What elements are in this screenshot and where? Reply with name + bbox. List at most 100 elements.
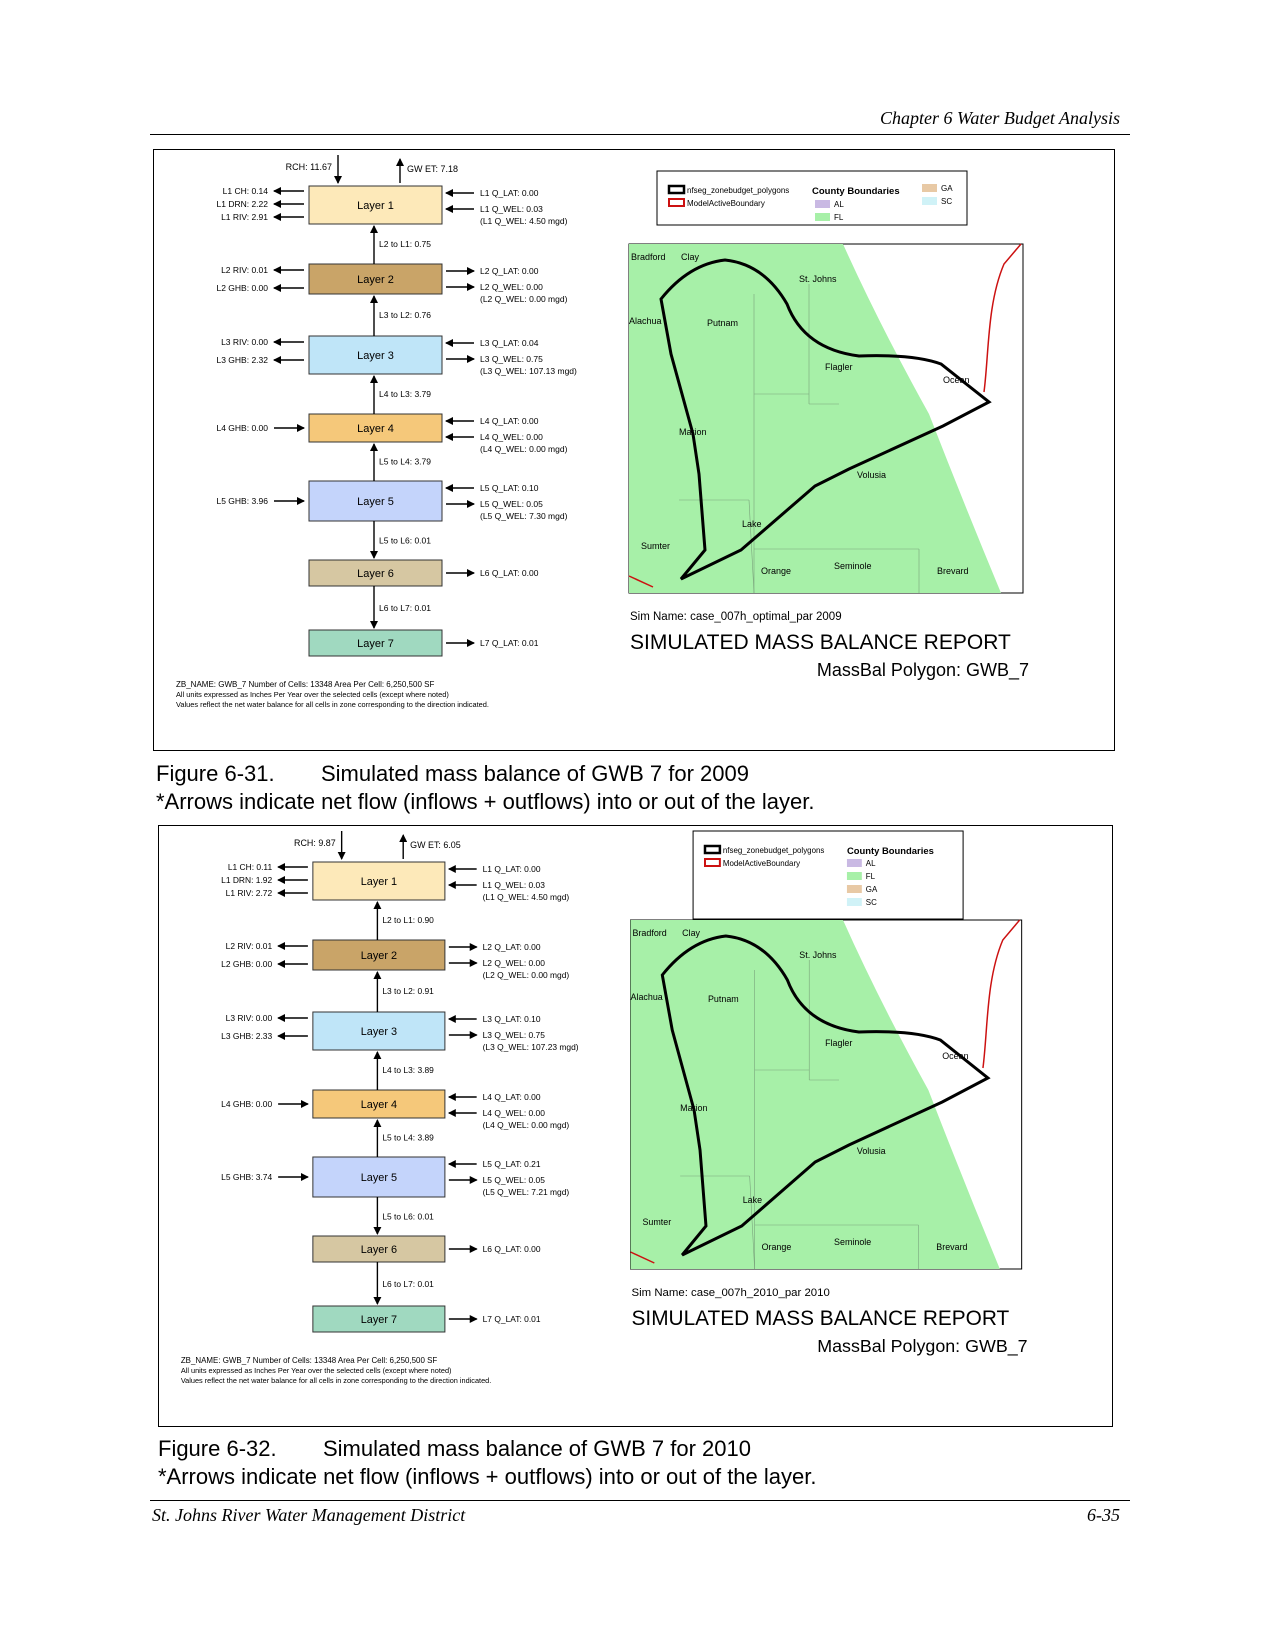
layer-box (308, 335, 443, 375)
layer-box (312, 1305, 446, 1333)
right-flow-label: L3 Q_WEL: 0.75 (480, 354, 543, 364)
layer-label: Layer 2 (357, 274, 394, 286)
sim-name: Sim Name: case_007h_optimal_par 2009 (630, 611, 842, 623)
layer-box (308, 480, 443, 522)
legend-boundary: ModelActiveBoundary (723, 859, 800, 868)
report-block: Sim Name: case_007h_2010_par 2010SIMULAT… (632, 1287, 1028, 1357)
inter-layer-label: L2 to L1: 0.90 (382, 915, 434, 925)
right-flow-label: (L1 Q_WEL: 4.50 mgd) (483, 892, 570, 902)
chapter-title: Chapter 6 Water Budget Analysis (880, 108, 1120, 128)
legend-county: GA (866, 885, 878, 894)
report-title: SIMULATED MASS BALANCE REPORT (632, 1307, 1010, 1330)
left-flow-label: L1 CH: 0.11 (228, 862, 273, 872)
county-label: Alachua (629, 316, 662, 326)
left-flow-label: L2 RIV: 0.01 (221, 265, 268, 275)
right-flow-label: L2 Q_WEL: 0.00 (483, 958, 546, 968)
county-label: Volusia (857, 1146, 886, 1156)
layer-box (308, 185, 443, 225)
active-boundary (630, 1251, 655, 1264)
layer-box (312, 1235, 446, 1263)
layer-label: Layer 1 (361, 876, 397, 888)
right-flow-label: L3 Q_WEL: 0.75 (483, 1030, 546, 1040)
county-label: Putnam (707, 318, 738, 328)
county-swatch (815, 200, 830, 208)
legend-polygons: nfseg_zonebudget_polygons (723, 846, 825, 855)
right-flow-label: L1 Q_WEL: 0.03 (480, 204, 543, 214)
left-flow-label: L1 DRN: 1.92 (221, 875, 272, 885)
layer-label: Layer 6 (357, 568, 394, 580)
county-swatch (846, 872, 862, 880)
inter-layer-label: L6 to L7: 0.01 (379, 603, 431, 613)
county-label: Lake (742, 519, 762, 529)
gwb-7-polygon (660, 934, 991, 1257)
left-flow-label: L2 GHB: 0.00 (221, 959, 272, 969)
county-label: Seminole (834, 1237, 871, 1247)
inter-layer-label: L5 to L6: 0.01 (379, 536, 431, 546)
right-flow-label: L2 Q_LAT: 0.00 (483, 942, 541, 952)
layer-box (312, 1089, 446, 1119)
florida-land (629, 244, 1001, 593)
layer-6: Layer 6 L6 Q_LAT: 0.00 (308, 559, 539, 587)
left-flow-label: L3 RIV: 0.00 (226, 1013, 273, 1023)
report-block: Sim Name: case_007h_optimal_par 2009SIMU… (630, 611, 1029, 681)
county-swatch (922, 197, 937, 205)
right-flow-label: L7 Q_LAT: 0.01 (483, 1314, 541, 1324)
right-flow-label: (L3 Q_WEL: 107.13 mgd) (480, 366, 577, 376)
legend-boundary: ModelActiveBoundary (687, 199, 765, 208)
boundary-swatch (668, 198, 685, 207)
active-boundary (982, 919, 1021, 1069)
footnote-text: All units expressed as Inches Per Year o… (176, 690, 449, 699)
footer-organization: St. Johns River Water Management Distric… (152, 1505, 466, 1525)
right-flow-label: L6 Q_LAT: 0.00 (480, 568, 539, 578)
right-flow-label: L6 Q_LAT: 0.00 (483, 1244, 541, 1254)
left-flow-label: L3 GHB: 2.33 (221, 1031, 272, 1041)
county-label: Flagler (825, 1038, 852, 1048)
county-label: St. Johns (799, 274, 837, 284)
footnote-text: Values reflect the net water balance for… (176, 700, 489, 709)
layer-label: Layer 5 (357, 496, 394, 508)
page-footer: St. Johns River Water Management Distric… (150, 1500, 1130, 1529)
left-flow-label: L1 CH: 0.14 (223, 186, 269, 196)
gw-et-label: GW ET: 7.18 (407, 164, 458, 174)
county-label: Flagler (825, 362, 853, 372)
footnote-text: All units expressed as Inches Per Year o… (181, 1366, 452, 1375)
page-number: 6-35 (1087, 1505, 1120, 1525)
footnote-text: ZB_NAME: GWB_7 Number of Cells: 13348 Ar… (176, 680, 434, 689)
layer-label: Layer 6 (361, 1244, 397, 1256)
boundary-swatch (703, 858, 721, 867)
right-flow-label: (L1 Q_WEL: 4.50 mgd) (480, 216, 568, 226)
left-flow-label: L1 RIV: 2.91 (221, 212, 268, 222)
right-flow-label: L4 Q_WEL: 0.00 (483, 1108, 546, 1118)
left-flow-label: L5 GHB: 3.96 (216, 496, 268, 506)
right-flow-label: L5 Q_WEL: 0.05 (483, 1175, 546, 1185)
map-legend: nfseg_zonebudget_polygonsModelActiveBoun… (692, 830, 964, 920)
massbal-polygon: MassBal Polygon: GWB_7 (817, 660, 1029, 681)
caption-title: Simulated mass balance of GWB 7 for 2010 (323, 1436, 751, 1461)
layer-label: Layer 4 (361, 1099, 397, 1111)
gw-et-label: GW ET: 6.05 (410, 840, 461, 850)
inter-layer-label: L4 to L3: 3.79 (379, 389, 431, 399)
left-flow-label: L1 RIV: 2.72 (226, 888, 273, 898)
layer-box (312, 861, 446, 901)
layer-label: Layer 7 (357, 638, 394, 650)
active-boundary (983, 243, 1022, 393)
right-flow-label: L1 Q_LAT: 0.00 (483, 864, 541, 874)
recharge-label: RCH: 11.67 (286, 162, 332, 172)
left-flow-label: L1 DRN: 2.22 (217, 199, 269, 209)
left-flow-label: L3 RIV: 0.00 (221, 337, 268, 347)
right-flow-label: L2 Q_LAT: 0.00 (480, 266, 539, 276)
county-swatch (922, 184, 937, 192)
legend-county: SC (866, 898, 877, 907)
county-line (748, 499, 755, 594)
